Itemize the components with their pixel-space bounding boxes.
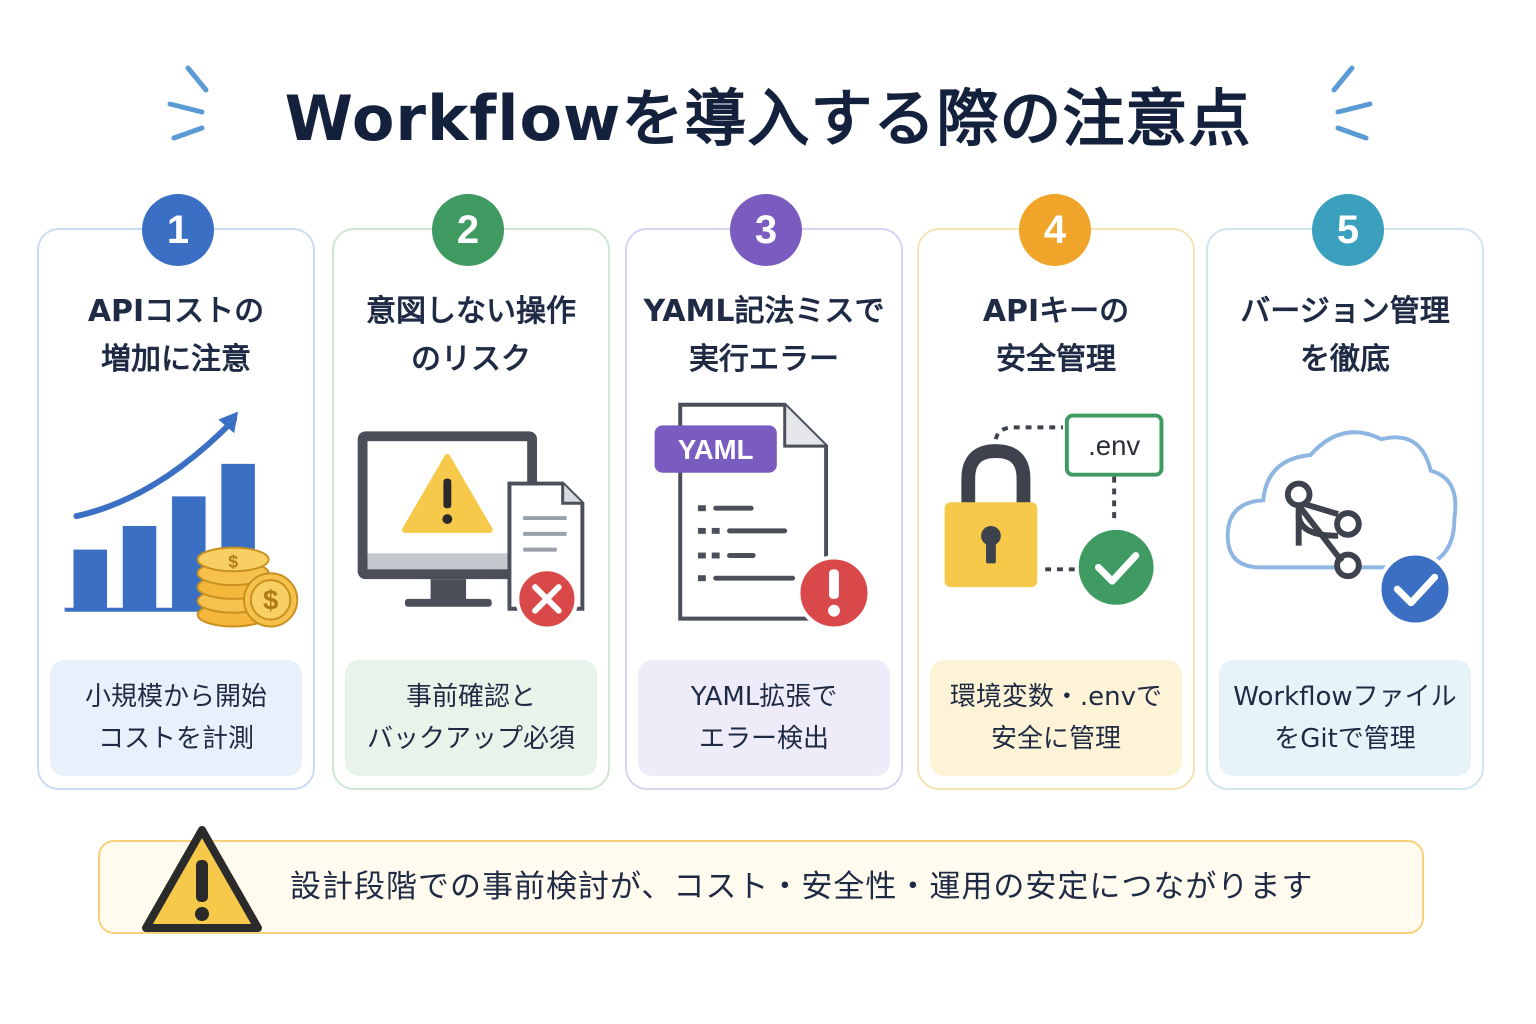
env-file-tag: .env: [1088, 430, 1140, 461]
card-title-line: APIコストの: [87, 294, 265, 329]
card-title-line: バージョン管理: [1240, 294, 1450, 329]
rising-bar-chart-with-coins-icon: $ $: [64, 411, 299, 628]
yaml-file-tag: YAML: [678, 434, 754, 465]
card-title-line: を徹底: [1300, 342, 1390, 377]
svg-text:$: $: [228, 551, 238, 571]
card-note: 事前確認と バックアップ必須: [345, 660, 597, 776]
card-title-line: 増加に注意: [101, 342, 251, 377]
card-note: YAML拡張で エラー検出: [638, 660, 890, 776]
card-note-line: をGitで管理: [1274, 724, 1416, 754]
card-title: 意図しない操作 のリスク: [334, 288, 608, 384]
card-title: バージョン管理 を徹底: [1208, 288, 1482, 384]
page-title: Workflowを導入する際の注意点: [284, 82, 1252, 155]
card-note-line: バックアップ必須: [366, 724, 575, 754]
summary-banner-text: 設計段階での事前検討が、コスト・安全性・運用の安定につながります: [290, 869, 1314, 905]
card-note: Workflowファイル をGitで管理: [1219, 660, 1471, 776]
card-title: YAML記法ミスで 実行エラー: [627, 288, 901, 384]
warning-triangle-icon: [142, 826, 262, 932]
card-api-cost: APIコストの 増加に注意 $ $ 小規模から開始 コストを計測: [37, 228, 315, 790]
card-title-line: のリスク: [411, 342, 531, 377]
card-yaml-syntax: YAML記法ミスで 実行エラー YAML YAML拡張で エラー検出: [625, 228, 903, 790]
svg-text:$: $: [263, 585, 278, 616]
summary-banner: [98, 840, 1424, 934]
card-note-line: Workflowファイル: [1233, 682, 1457, 712]
step-badge-1: 1: [142, 194, 214, 266]
card-title: APIキーの 安全管理: [919, 288, 1193, 384]
card-note: 小規模から開始 コストを計測: [50, 660, 302, 776]
card-title-line: APIキーの: [982, 294, 1130, 329]
card-note-line: 安全に管理: [990, 724, 1121, 754]
yaml-file-error-icon: YAML: [654, 402, 872, 631]
card-note-line: コストを計測: [97, 724, 254, 754]
card-note-line: 小規模から開始: [84, 682, 267, 712]
card-title-line: 意図しない操作: [366, 294, 576, 329]
cloud-git-branch-check-icon: [1225, 430, 1458, 627]
card-title-line: YAML記法ミスで: [643, 294, 885, 329]
padlock-env-check-icon: .env: [944, 413, 1164, 605]
step-badge-5: 5: [1312, 194, 1384, 266]
card-note: 環境変数・.envで 安全に管理: [930, 660, 1182, 776]
title-spark-right-icon: [1331, 65, 1373, 141]
card-note-line: YAML拡張で: [690, 682, 838, 712]
monitor-warning-document-error-icon: [357, 431, 585, 631]
card-note-line: エラー検出: [698, 724, 829, 754]
card-note-line: 事前確認と: [405, 682, 536, 712]
step-badge-3: 3: [730, 194, 802, 266]
card-title: APIコストの 増加に注意: [39, 288, 313, 384]
card-unintended-operation: 意図しない操作 のリスク 事前確認と バックアップ必須: [332, 228, 610, 790]
card-version-control: バージョン管理 を徹底 Workflowファイル をGitで管理: [1206, 228, 1484, 790]
card-title-line: 安全管理: [996, 342, 1116, 377]
step-badge-2: 2: [432, 194, 504, 266]
card-title-line: 実行エラー: [689, 342, 839, 377]
step-badge-4: 4: [1019, 194, 1091, 266]
card-note-line: 環境変数・.envで: [949, 682, 1163, 712]
title-spark-left-icon: [167, 65, 209, 141]
card-api-key: APIキーの 安全管理 .env 環境変数・.envで 安全に管理: [917, 228, 1195, 790]
